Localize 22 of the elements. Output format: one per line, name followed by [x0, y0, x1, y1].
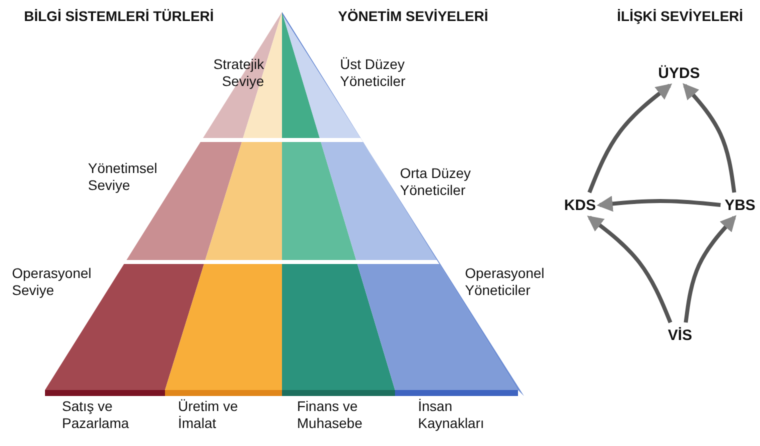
level-label: Yönetimsel Seviye [88, 160, 158, 194]
column-heading: YÖNETİM SEVİYELERİ [338, 8, 488, 25]
department-label: Finans ve Muhasebe [297, 398, 364, 432]
system-label: VİS [668, 326, 692, 344]
curved-arrow [682, 83, 736, 193]
column-heading: BİLGİ SİSTEMLERİ TÜRLERİ [24, 8, 214, 25]
level-label: Operasyonel Seviye [12, 265, 92, 299]
department-label: Satış ve Pazarlama [62, 398, 130, 432]
curved-arrow [596, 196, 721, 212]
system-label: ÜYDS [658, 64, 700, 82]
system-label: YBS [724, 196, 756, 214]
level-label: Stratejik Seviye [212, 56, 264, 90]
department-label: Üretim ve İmalat [178, 398, 239, 432]
level-label: Orta Düzey Yöneticiler [400, 165, 472, 199]
curved-arrow [684, 215, 736, 323]
department-label: İnsan Kaynakları [418, 398, 486, 432]
level-label: Üst Düzey Yöneticiler [340, 56, 406, 90]
system-label: KDS [564, 196, 596, 214]
column-heading: İLİŞKİ SEVİYELERİ [617, 8, 744, 25]
curved-arrow [587, 216, 672, 324]
level-label: Operasyonel Yöneticiler [465, 265, 546, 299]
curved-arrow [588, 84, 672, 194]
